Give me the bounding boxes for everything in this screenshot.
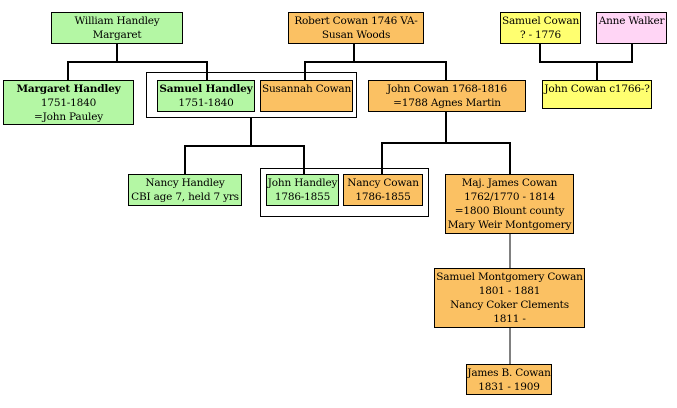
date-line: 1751-1840	[178, 97, 234, 109]
name-line: Samuel Cowan	[501, 15, 580, 27]
name-line: Samuel Montgomery Cowan	[436, 271, 583, 283]
spouse-line: =John Pauley	[34, 111, 103, 123]
name-line: James B. Cowan	[467, 367, 551, 379]
date-line: 1801 - 1881	[478, 285, 541, 297]
name-line: Susannah Cowan	[261, 83, 352, 95]
name-line: Samuel Handley	[159, 83, 253, 95]
date-line: ? - 1776	[520, 29, 561, 41]
person-samuel-cowan-sr: Samuel Cowan ? - 1776	[500, 12, 581, 44]
name-line: John Cowan 1768-1816	[386, 83, 508, 95]
name-line: Anne Walker	[598, 15, 665, 27]
person-william-handley: William Handley Margaret	[51, 12, 183, 44]
connector-handley-sibling	[117, 61, 208, 80]
date-line: 1751-1840	[40, 97, 97, 109]
person-nancy-cowan: Nancy Cowan 1786-1855	[343, 174, 423, 206]
connector-william-children	[67, 44, 118, 80]
person-anne-walker: Anne Walker	[596, 12, 667, 44]
date-line: 1786-1855	[355, 191, 411, 203]
spouse-line: Margaret	[92, 29, 142, 41]
spouse-line: Mary Weir Montgomery	[447, 219, 572, 231]
spouse-line: Nancy Coker Clements	[450, 299, 569, 311]
person-james-cowan: Maj. James Cowan 1762/1770 - 1814 =1800 …	[445, 174, 574, 234]
spouse-line: =1788 Agnes Martin	[393, 97, 501, 109]
connector-samuel-susannah-children	[184, 117, 252, 174]
connector-robert-children	[304, 44, 355, 80]
person-john-cowan-1766: John Cowan c1766-?	[542, 80, 652, 109]
person-samuel-handley: Samuel Handley 1751-1840	[157, 80, 255, 112]
person-robert-cowan: Robert Cowan 1746 VA- Susan Woods	[288, 12, 424, 44]
person-nancy-handley: Nancy Handley CBI age 7, held 7 yrs	[128, 174, 242, 206]
marriage-line: =1800 Blount county	[454, 205, 565, 217]
date-line: 1762/1770 - 1814	[464, 191, 555, 203]
person-susannah-cowan: Susannah Cowan	[260, 80, 353, 112]
name-line: William Handley	[74, 15, 160, 27]
connector-samuel-susannah-john	[251, 145, 305, 174]
person-john-cowan-1768: John Cowan 1768-1816 =1788 Agnes Martin	[368, 80, 526, 112]
name-line: John Handley	[267, 177, 338, 189]
person-margaret-handley: Margaret Handley 1751-1840 =John Pauley	[3, 80, 134, 125]
spouse-line: Susan Woods	[321, 29, 391, 41]
connector-john-cowan-james	[446, 142, 511, 174]
name-line: Nancy Cowan	[347, 177, 419, 189]
connector-samuel-anne	[539, 44, 633, 63]
date-line: 1786-1855	[274, 191, 331, 203]
connector-robert-john	[354, 61, 447, 80]
spouse-date-line: 1811 -	[493, 313, 526, 325]
name-line: Robert Cowan 1746 VA-	[294, 15, 418, 27]
name-line: John Cowan c1766-?	[544, 83, 650, 95]
person-samuel-montgomery-cowan: Samuel Montgomery Cowan 1801 - 1881 Nanc…	[434, 268, 585, 328]
note-line: CBI age 7, held 7 yrs	[131, 191, 239, 203]
name-line: Maj. James Cowan	[461, 177, 558, 189]
name-line: Margaret Handley	[16, 83, 121, 95]
marriage-frame-john-nancy	[260, 168, 429, 217]
person-john-handley: John Handley 1786-1855	[266, 174, 339, 206]
connector-john-cowan-children	[381, 112, 447, 174]
date-line: 1831 - 1909	[478, 381, 540, 393]
person-james-b-cowan: James B. Cowan 1831 - 1909	[466, 364, 552, 395]
marriage-frame-samuel-susannah	[146, 72, 357, 118]
name-line: Nancy Handley	[145, 177, 225, 189]
